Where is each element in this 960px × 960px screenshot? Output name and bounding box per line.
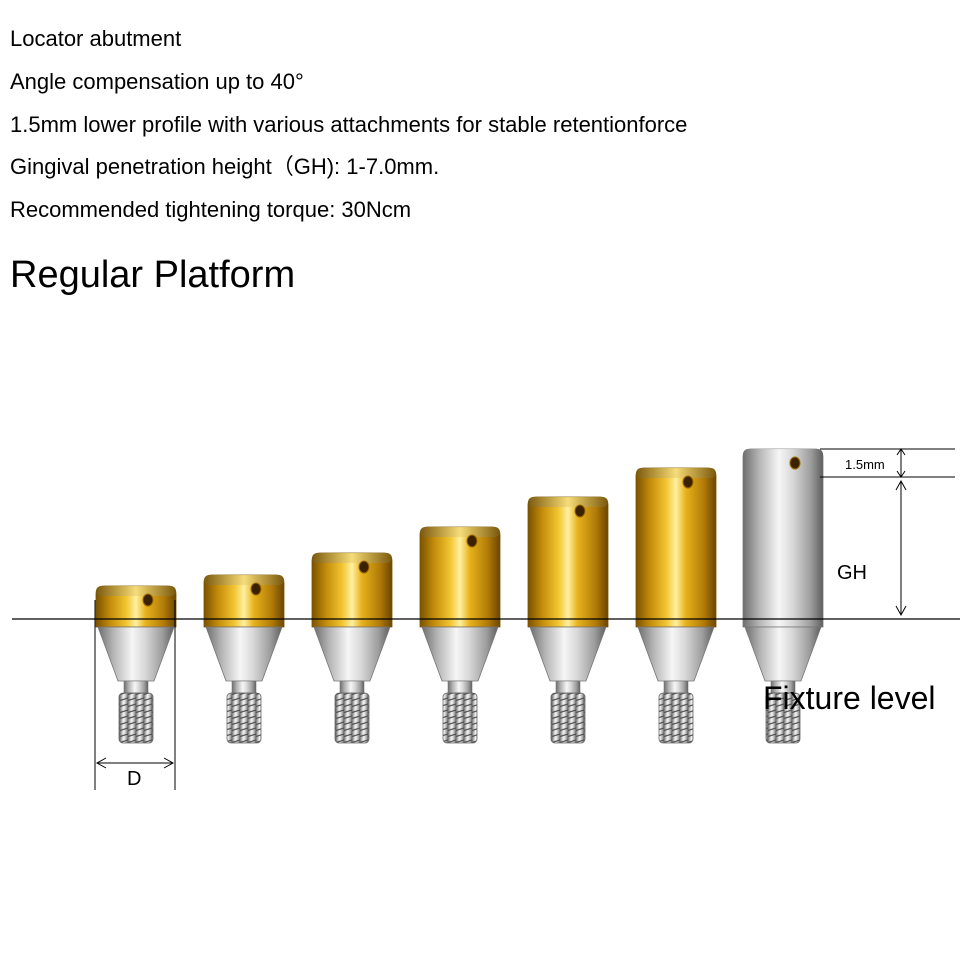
abutment-rim <box>312 553 392 563</box>
fixture-level-label: Fixture level <box>763 680 936 716</box>
abutment-rim <box>743 449 823 459</box>
abutment-4 <box>419 526 501 744</box>
abutment-rim <box>96 586 176 596</box>
abutment-screw <box>442 692 478 744</box>
abutment-collar <box>97 626 175 682</box>
abutment-screw <box>334 692 370 744</box>
abutment-3 <box>311 552 393 744</box>
abutment-head <box>527 496 609 628</box>
abutment-5 <box>527 496 609 744</box>
abutment-hole <box>789 456 801 470</box>
abutment-neck <box>555 680 581 694</box>
abutment-rim <box>528 497 608 507</box>
abutment-collar <box>529 626 607 682</box>
abutment-collar <box>637 626 715 682</box>
abutment-neck <box>447 680 473 694</box>
abutment-collar <box>744 626 822 682</box>
abutment-neck <box>123 680 149 694</box>
abutment-head <box>311 552 393 628</box>
abutment-neck <box>339 680 365 694</box>
abutment-screw <box>226 692 262 744</box>
abutment-hole <box>250 582 262 596</box>
spec-line-gingival-height: Gingival penetration height（GH): 1-7.0mm… <box>10 154 440 179</box>
abutment-hole <box>358 560 370 574</box>
abutment-neck <box>663 680 689 694</box>
spec-line-product-name: Locator abutment <box>10 26 182 51</box>
abutment-collar <box>205 626 283 682</box>
spec-line-angle: Angle compensation up to 40° <box>10 69 304 94</box>
abutment-collar <box>421 626 499 682</box>
abutment-neck <box>231 680 257 694</box>
abutment-rim <box>420 527 500 537</box>
platform-title: Regular Platform <box>10 254 296 296</box>
abutment-head <box>742 448 824 628</box>
spec-line-profile: 1.5mm lower profile with various attachm… <box>10 112 688 137</box>
abutment-1 <box>95 585 177 744</box>
abutment-hole <box>574 504 586 518</box>
dimension-markers <box>94 448 955 790</box>
abutment-head <box>419 526 501 628</box>
abutment-screw <box>765 692 801 744</box>
abutment-hole <box>142 593 154 607</box>
abutment-collar <box>313 626 391 682</box>
gingival-height-label: GH <box>837 562 867 584</box>
abutment-hole <box>682 475 694 489</box>
abutment-screw <box>118 692 154 744</box>
abutment-rim <box>636 468 716 478</box>
abutment-6 <box>635 467 717 744</box>
spec-line-torque: Recommended tightening torque: 30Ncm <box>10 197 412 222</box>
abutment-hole <box>466 534 478 548</box>
abutment-7 <box>742 448 824 744</box>
abutment-rim <box>204 575 284 585</box>
abutment-2 <box>203 574 285 744</box>
diameter-label: D <box>127 768 141 790</box>
abutment-screw <box>658 692 694 744</box>
abutment-screw <box>550 692 586 744</box>
profile-dimension-label: 1.5mm <box>845 457 885 472</box>
abutment-head <box>635 467 717 628</box>
